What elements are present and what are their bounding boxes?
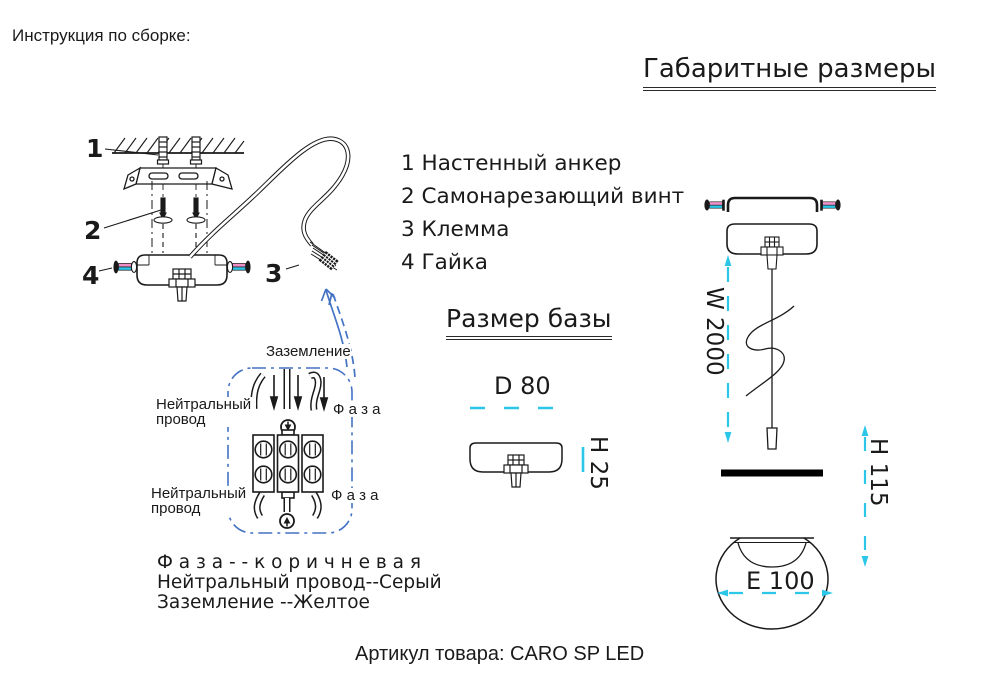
base-heading: Размер базы (446, 304, 612, 340)
base-nut (503, 454, 529, 488)
ground-label: Заземление (266, 343, 351, 360)
callout-1: 1 (86, 134, 104, 163)
side-screw-left (113, 260, 138, 274)
blue-arrow (320, 288, 356, 379)
neutral-label-top: Нейтральный провод (156, 397, 256, 427)
glass-ball (715, 469, 829, 630)
legend-phase: Ф а з а - - к о р и ч н е в а я (157, 552, 422, 573)
wire-length-label: W 2000 (701, 287, 727, 376)
wiring-bottom-wires (253, 492, 322, 519)
ball-socket (766, 427, 778, 450)
callout-2: 2 (84, 216, 102, 245)
wire-color-legend: Ф а з а - - к о р и ч н е в а я Нейтраль… (157, 553, 442, 613)
parts-list-item: 1 Настенный анкер (401, 151, 622, 176)
base-drawing (469, 406, 585, 488)
terminal-slots (260, 443, 316, 481)
wiring-top-wires (250, 369, 322, 411)
shade-height-label: H 115 (865, 438, 891, 507)
legend-ground: Заземление --Желтое (157, 592, 370, 613)
parts-list: 1 Настенный анкер 2 Самонарезающий винт … (401, 147, 684, 279)
wiring-arrows (269, 375, 329, 412)
callout-4: 4 (82, 261, 100, 290)
callout-lines (98, 148, 300, 272)
canopy-nut (168, 268, 196, 302)
ground-symbol-bottom (279, 513, 295, 529)
base-diameter-label: D 80 (494, 372, 551, 400)
wall-anchor (156, 136, 203, 197)
shade-width-label: E 100 (746, 567, 815, 595)
page-title: Инструкция по сборке: (12, 26, 191, 45)
shade-height-dim (861, 425, 869, 567)
callout-3: 3 (265, 259, 283, 288)
ceiling-hatch (112, 137, 245, 154)
parts-list-item: 3 Клемма (401, 217, 510, 242)
base-height-label: H 25 (585, 436, 611, 490)
pendant-bracket (726, 196, 819, 212)
wiring-box (227, 367, 353, 534)
bracket-screw-left (704, 199, 725, 211)
wire-length-dim (724, 255, 732, 443)
article-label: Артикул товара: CARO SP LED (355, 643, 645, 665)
terminal-plug (318, 250, 339, 271)
side-screw-right (226, 260, 251, 274)
phase-label-bottom: Ф а з а (331, 487, 379, 504)
phase-label-top: Ф а з а (333, 401, 381, 418)
cable-break-line (745, 305, 795, 397)
shade-width-dim (717, 589, 833, 597)
parts-list-item: 4 Гайка (401, 250, 488, 275)
parts-list-item: 2 Самонарезающий винт (401, 184, 685, 209)
tapping-screw (153, 197, 206, 253)
dimensions-heading: Габаритные размеры (643, 54, 936, 91)
supply-wire (188, 136, 351, 259)
legend-neutral: Нейтральный провод--Серый (157, 572, 442, 593)
pendant-drawing (704, 196, 869, 630)
pendant-nut (760, 236, 784, 270)
terminal-block (252, 429, 324, 499)
bracket-screw-right (820, 199, 841, 211)
mounting-bracket (123, 166, 233, 191)
neutral-label-bottom: Нейтральный провод (151, 486, 251, 516)
